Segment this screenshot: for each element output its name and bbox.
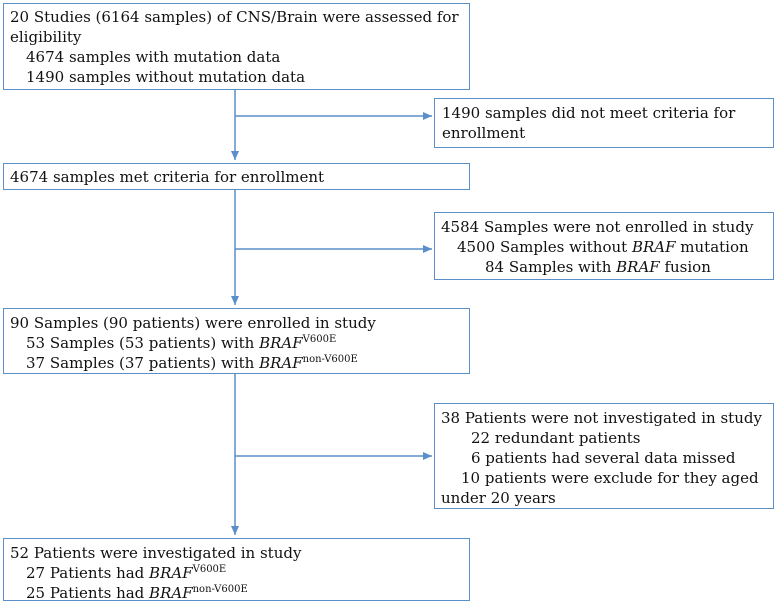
redundant-patients: 22 redundant patients (471, 429, 641, 447)
enrolled-title: 90 Samples (90 patients) were enrolled i… (10, 314, 376, 332)
without-mutation-data: 1490 samples without mutation data (26, 68, 306, 86)
exclusion-box-3: 38 Patients were not investigated in stu… (434, 403, 774, 509)
exclusion-box-2: 4584 Samples were not enrolled in study … (434, 212, 774, 280)
enrolled-non-v600e: 37 Samples (37 patients) with BRAFnon-V6… (26, 354, 358, 372)
age-excluded-patients: 10 patients were exclude for they aged u… (441, 469, 759, 507)
exclusion-3-title: 38 Patients were not investigated in stu… (441, 409, 762, 427)
with-mutation-data: 4674 samples with mutation data (26, 48, 281, 66)
data-missed-patients: 6 patients had several data missed (471, 449, 736, 467)
enrolled-box: 90 Samples (90 patients) were enrolled i… (3, 308, 470, 374)
investigated-non-v600e: 25 Patients had BRAFnon-V600E (26, 584, 248, 602)
exclusion-2-line-2: 84 Samples with BRAF fusion (485, 258, 711, 276)
investigated-box: 52 Patients were investigated in study 2… (3, 538, 470, 602)
enrollment-criteria-box: 4674 samples met criteria for enrollment (3, 163, 470, 190)
assessment-box: 20 Studies (6164 samples) of CNS/Brain w… (3, 3, 470, 90)
enrollment-criteria-text: 4674 samples met criteria for enrollment (10, 168, 325, 186)
exclusion-2-title: 4584 Samples were not enrolled in study (441, 218, 754, 236)
exclusion-box-1: 1490 samples did not meet criteria for e… (434, 98, 774, 148)
assessment-title: 20 Studies (6164 samples) of CNS/Brain w… (10, 8, 459, 46)
exclusion-1-text: 1490 samples did not meet criteria for e… (442, 104, 736, 142)
enrolled-v600e: 53 Samples (53 patients) with BRAFV600E (26, 334, 337, 352)
investigated-title: 52 Patients were investigated in study (10, 544, 302, 562)
exclusion-2-line-1: 4500 Samples without BRAF mutation (457, 238, 749, 256)
investigated-v600e: 27 Patients had BRAFV600E (26, 564, 227, 582)
